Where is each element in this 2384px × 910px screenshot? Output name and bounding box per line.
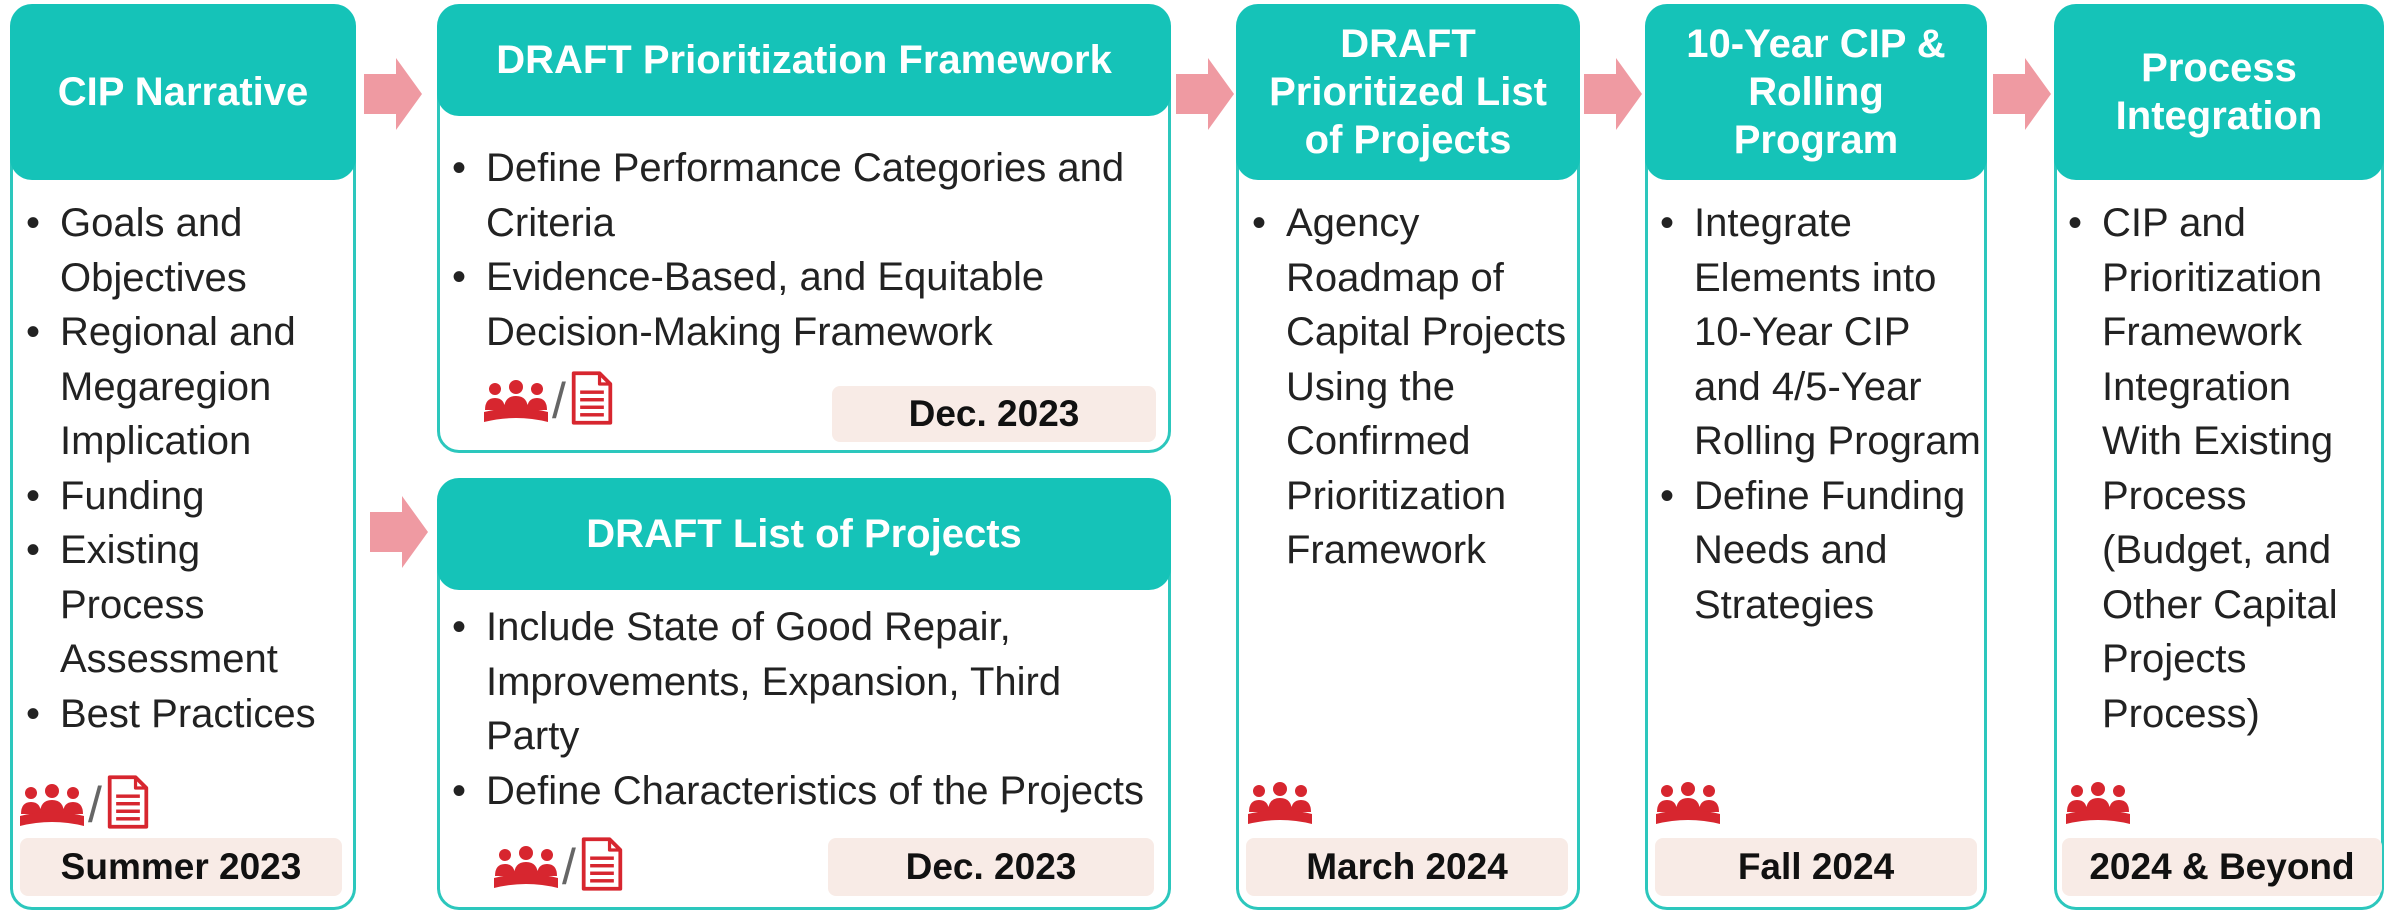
- prioritized-list-icons: [1248, 782, 1312, 828]
- process-integration-title-line: Integration: [2115, 94, 2323, 138]
- prioritization-framework-bullets: Define Performance Categories and Criter…: [448, 141, 1163, 359]
- bullet-item: Agency Roadmap of Capital Projects Using…: [1248, 196, 1573, 578]
- people-icon: [494, 846, 558, 892]
- process-integration-date: 2024 & Beyond: [2062, 838, 2382, 896]
- ten-year-cip-title-line: Rolling: [1748, 70, 1884, 114]
- prioritized-list-title-line: Prioritized List: [1269, 70, 1547, 114]
- people-icon: [1656, 782, 1720, 828]
- ten-year-cip-bullets: Integrate Elements into 10-Year CIP and …: [1656, 196, 1981, 632]
- cip-narrative-icons: /: [20, 774, 150, 830]
- process-integration-icons: [2066, 782, 2130, 828]
- arrow-right-icon: [1993, 58, 2051, 130]
- prioritized-list-title-line: DRAFT: [1340, 22, 1476, 66]
- icon-separator: /: [88, 777, 102, 833]
- document-icon: [580, 836, 624, 892]
- list-of-projects-date: Dec. 2023: [828, 838, 1154, 896]
- list-of-projects-bullets: Include State of Good Repair, Improvemen…: [448, 600, 1163, 818]
- ten-year-cip-title-line: 10-Year CIP &: [1686, 22, 1946, 66]
- document-icon: [106, 774, 150, 830]
- bullet-item: Existing Process Assessment: [22, 523, 347, 687]
- people-icon: [20, 784, 84, 830]
- bullet-item: CIP and Prioritization Framework Integra…: [2064, 196, 2379, 741]
- arrow-right-icon: [1176, 58, 1234, 130]
- icon-separator: /: [562, 839, 576, 895]
- bullet-item: Funding: [22, 469, 347, 524]
- ten-year-cip-date: Fall 2024: [1655, 838, 1977, 896]
- list-of-projects-header: DRAFT List of Projects: [437, 478, 1171, 590]
- prioritized-list-header: DRAFT Prioritized List of Projects: [1236, 4, 1580, 180]
- bullet-item: Integrate Elements into 10-Year CIP and …: [1656, 196, 1981, 469]
- arrow-right-icon: [370, 496, 428, 568]
- cip-narrative-bullets: Goals and Objectives Regional and Megare…: [22, 196, 347, 741]
- bullet-item: Define Funding Needs and Strategies: [1656, 469, 1981, 633]
- process-integration-header: Process Integration: [2054, 4, 2384, 180]
- process-integration-title-line: Process: [2141, 46, 2297, 90]
- people-icon: [1248, 782, 1312, 828]
- process-integration-bullets: CIP and Prioritization Framework Integra…: [2064, 196, 2379, 741]
- bullet-item: Define Characteristics of the Projects: [448, 764, 1163, 819]
- ten-year-cip-header: 10-Year CIP & Rolling Program: [1645, 4, 1987, 180]
- prioritized-list-bullets: Agency Roadmap of Capital Projects Using…: [1248, 196, 1573, 578]
- cip-narrative-date: Summer 2023: [20, 838, 342, 896]
- prioritization-framework-date: Dec. 2023: [832, 386, 1156, 442]
- document-icon: [570, 370, 614, 426]
- cip-narrative-title: CIP Narrative: [57, 70, 309, 114]
- bullet-item: Evidence-Based, and Equitable Decision-M…: [448, 250, 1163, 359]
- prioritization-framework-icons: /: [484, 370, 614, 426]
- bullet-item: Goals and Objectives: [22, 196, 347, 305]
- people-icon: [484, 380, 548, 426]
- bullet-item: Regional and Megaregion Implication: [22, 305, 347, 469]
- icon-separator: /: [552, 373, 566, 429]
- prioritized-list-date: March 2024: [1246, 838, 1568, 896]
- arrow-right-icon: [364, 58, 422, 130]
- bullet-item: Define Performance Categories and Criter…: [448, 141, 1163, 250]
- bullet-item: Best Practices: [22, 687, 347, 742]
- list-of-projects-title: DRAFT List of Projects: [586, 512, 1022, 556]
- ten-year-cip-title-line: Program: [1733, 118, 1899, 162]
- arrow-right-icon: [1584, 58, 1642, 130]
- prioritization-framework-header: DRAFT Prioritization Framework: [437, 4, 1171, 116]
- cip-narrative-header: CIP Narrative: [10, 4, 356, 180]
- prioritization-framework-title: DRAFT Prioritization Framework: [496, 38, 1112, 82]
- people-icon: [2066, 782, 2130, 828]
- list-of-projects-icons: /: [494, 836, 624, 892]
- bullet-item: Include State of Good Repair, Improvemen…: [448, 600, 1163, 764]
- prioritized-list-title-line: of Projects: [1304, 118, 1512, 162]
- ten-year-cip-icons: [1656, 782, 1720, 828]
